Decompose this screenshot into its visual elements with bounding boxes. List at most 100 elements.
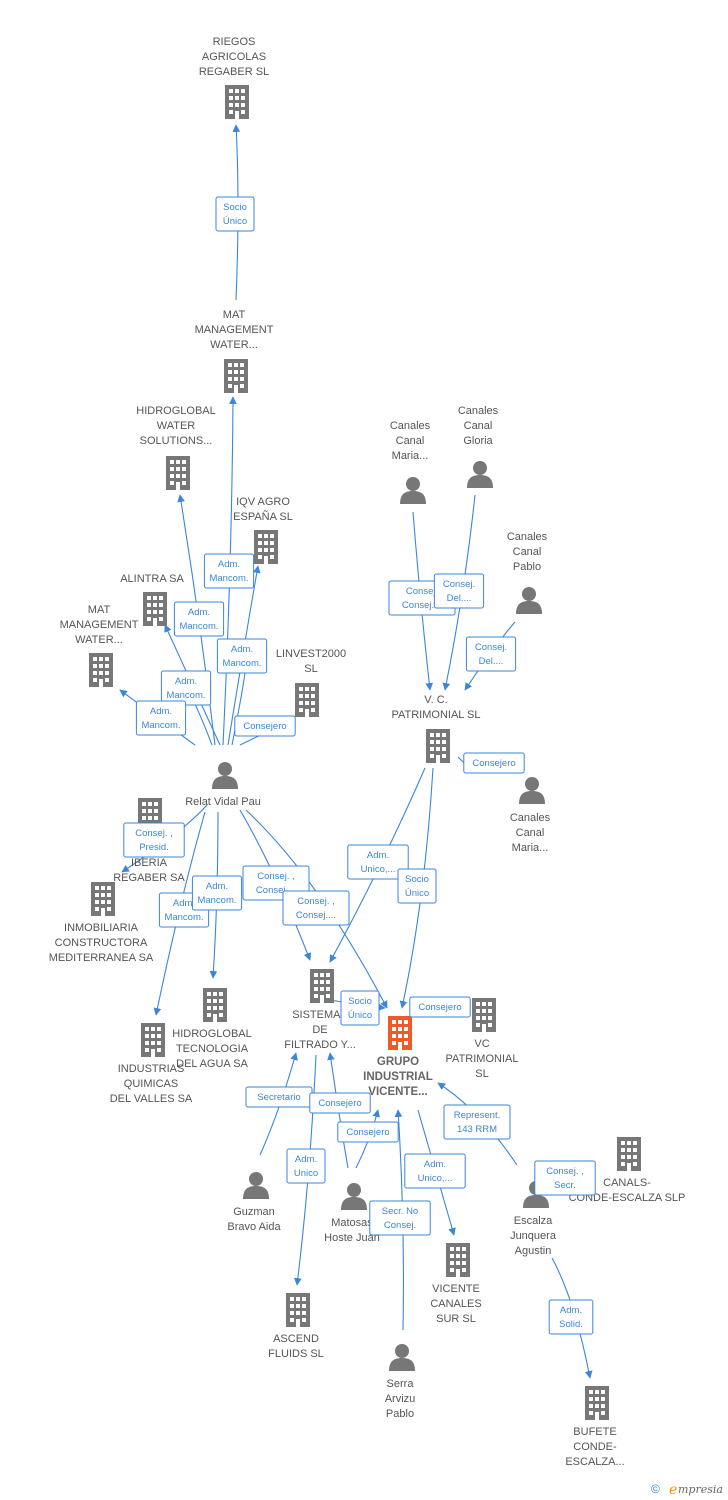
node-label: Relat Vidal Pau (185, 796, 261, 808)
node-mat1[interactable]: MATMANAGEMENTWATER... (195, 309, 274, 393)
node-label: Canales (458, 405, 499, 417)
edge-label[interactable]: Consejero (234, 715, 296, 737)
node-label: Canales (510, 812, 551, 824)
edge-label-box (340, 990, 380, 1026)
edge-label-text: 143 RRM (457, 1124, 497, 1135)
node-canales-maria2[interactable]: CanalesCanalMaria... (510, 777, 551, 854)
node-label: Arvizu (385, 1393, 416, 1405)
edge-labels-layer: SocioÚnicoAdm.Mancom.Adm.Mancom.Adm.Manc… (123, 196, 596, 1335)
edge-label-text: Unico,... (361, 864, 396, 875)
edge-label-box (534, 1160, 596, 1196)
building-icon (225, 85, 249, 119)
edge-label[interactable]: Represent.143 RRM (443, 1104, 511, 1140)
edge-label-text: Consejero (318, 1098, 361, 1109)
edge-label[interactable]: Adm.Mancom. (216, 638, 268, 674)
edge-label[interactable]: Consejero (309, 1092, 371, 1114)
edge-label[interactable]: Secretario (245, 1086, 313, 1108)
node-label: Serra (387, 1378, 415, 1390)
edge-label-text: Mancom. (164, 912, 203, 923)
edge-label[interactable]: Consej. ,Secr. (534, 1160, 596, 1196)
building-icon (141, 1023, 165, 1057)
edge-label-box (203, 553, 255, 589)
building-icon (286, 1293, 310, 1327)
edge-label[interactable]: Adm.Unico,... (347, 844, 409, 880)
edge-label[interactable]: Adm.Unico,... (404, 1153, 466, 1189)
edge-label[interactable]: Consejero (409, 996, 471, 1018)
node-label: HIDROGLOBAL (136, 405, 215, 417)
edge-label-box (409, 996, 471, 1018)
building-icon (426, 729, 450, 763)
node-mat2[interactable]: MATMANAGEMENTWATER... (60, 604, 139, 687)
node-hidroglobal-ws[interactable]: HIDROGLOBALWATERSOLUTIONS... (136, 405, 216, 490)
node-grupo[interactable]: GRUPOINDUSTRIALVICENTE... (363, 1016, 433, 1098)
edge-label[interactable]: Consej. ,Consej.... (282, 890, 350, 926)
node-label: CANALS- (603, 1177, 651, 1189)
edge-label-text: Consej. (384, 1220, 416, 1231)
node-label: ESPAÑA SL (233, 510, 293, 523)
edge-label[interactable]: Consejero (337, 1121, 399, 1143)
edge-label[interactable]: Consej.Del.... (465, 636, 517, 672)
node-label: ASCEND (273, 1333, 319, 1345)
node-canales-maria1[interactable]: CanalesCanalMaria... (390, 420, 431, 504)
copyright-symbol: © (651, 1482, 660, 1496)
edge-label[interactable]: Consejero (463, 752, 525, 774)
edge-label-box (548, 1299, 594, 1335)
node-label: HIDROGLOBAL (172, 1028, 251, 1040)
edge-label[interactable]: Adm.Unico (286, 1148, 326, 1184)
node-label: WATER... (75, 634, 123, 646)
node-bufete[interactable]: BUFETECONDE-ESCALZA... (565, 1386, 625, 1468)
edge-label[interactable]: Consej.Del.... (433, 573, 485, 609)
node-relat[interactable]: Relat Vidal Pau (185, 762, 261, 808)
node-label: SOLUTIONS... (140, 435, 213, 447)
node-label: SL (475, 1068, 488, 1080)
edge-label[interactable]: Adm.Mancom. (135, 700, 187, 736)
person-icon (400, 477, 426, 504)
edge-label[interactable]: Adm.Mancom. (191, 875, 243, 911)
edge-label[interactable]: Consej. ,Presid. (123, 822, 185, 858)
node-label: Escalza (514, 1215, 553, 1227)
edge-label[interactable]: Adm.Mancom. (203, 553, 255, 589)
node-vc-patrimonial2[interactable]: V. C.PATRIMONIAL SL (391, 694, 481, 763)
node-label: MAT (223, 309, 246, 321)
edge-label-text: Mancom. (179, 621, 218, 632)
person-icon (389, 1344, 415, 1371)
edge-label-text: Adm. (295, 1154, 317, 1165)
edge-label-text: Consej. , (257, 871, 295, 882)
node-label: V. C. (424, 694, 447, 706)
edge-label-text: Solid. (559, 1319, 583, 1330)
edge-label[interactable]: Adm.Mancom. (173, 601, 225, 637)
edge-label-text: Adm. (206, 881, 228, 892)
edge-label-text: Consej.... (256, 885, 296, 896)
edge-label[interactable]: Adm.Mancom. (160, 670, 212, 706)
edge-label-box (234, 715, 296, 737)
edge-label-text: Adm. (218, 559, 240, 570)
edge-label[interactable]: Adm.Solid. (548, 1299, 594, 1335)
node-canals[interactable]: CANALS-CONDE-ESCALZA SLP (569, 1137, 686, 1204)
node-alintra[interactable]: ALINTRA SA (120, 573, 184, 626)
node-label: GRUPO (377, 1056, 419, 1068)
node-label: Agustin (515, 1245, 552, 1257)
edge-label-text: Consej. (475, 642, 507, 653)
